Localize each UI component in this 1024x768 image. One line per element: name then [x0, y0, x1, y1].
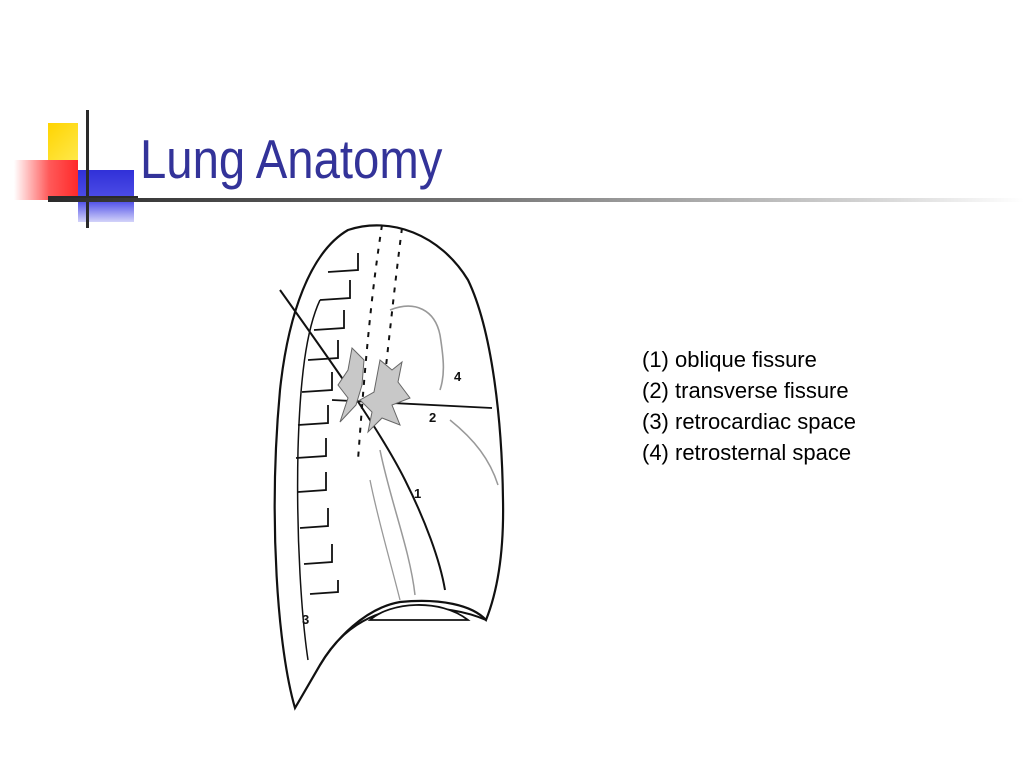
legend-item-transverse-fissure: (2) transverse fissure: [642, 378, 849, 403]
label-transverse-fissure-2: 2: [429, 410, 436, 425]
oblique-fissure-line: [279, 289, 446, 591]
label-oblique-fissure-1: 1: [414, 486, 421, 501]
logo-horizontal-line: [48, 196, 138, 199]
hilum-shaded-region-right: [359, 359, 411, 434]
title-underline: [48, 198, 1024, 202]
legend-item-retrosternal-space: (4) retrosternal space: [642, 440, 852, 465]
legend-item-retrocardiac-space: (3) retrocardiac space: [642, 409, 856, 434]
logo-yellow-square: [48, 123, 78, 160]
logo-red-square: [14, 160, 78, 200]
transverse-fissure-line: [331, 399, 493, 409]
hilum-shaded-region-left: [337, 346, 365, 423]
slide-logo-decoration: [0, 0, 150, 240]
inferior-vessel-line: [379, 449, 416, 596]
inferior-vessel-line-2: [369, 479, 401, 601]
logo-vertical-line: [86, 110, 89, 228]
aorta-outline: [389, 305, 445, 391]
diagram-legend: (1) oblique fissure (2) transverse fissu…: [642, 344, 856, 468]
label-retrocardiac-space-3: 3: [302, 612, 309, 627]
label-retrosternal-space-4: 4: [454, 369, 462, 384]
legend-item-oblique-fissure: (1) oblique fissure: [642, 347, 817, 372]
descending-vessel-line: [449, 419, 499, 486]
lung-lateral-view-svg: 4 2 1 3: [273, 224, 505, 711]
rib-markers: [295, 253, 359, 595]
lung-outline: [273, 224, 505, 711]
slide-title: Lung Anatomy: [140, 128, 443, 190]
trachea-dotted-line-left: [357, 224, 383, 461]
heart-base-shape: [367, 604, 471, 621]
posterior-inner-margin: [296, 299, 321, 661]
lung-diagram: 4 2 1 3: [240, 220, 530, 715]
